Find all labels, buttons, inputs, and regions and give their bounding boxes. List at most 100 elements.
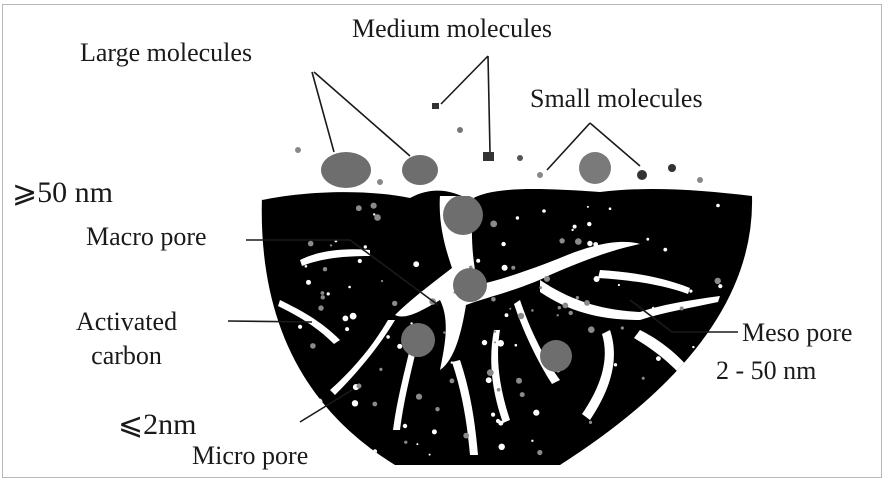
- pore-speckle: [330, 244, 332, 246]
- pore-speckle: [668, 442, 672, 446]
- pore-speckle: [305, 265, 308, 268]
- pore-speckle: [571, 229, 573, 231]
- large-molecule: [402, 155, 438, 185]
- pore-speckle: [352, 400, 358, 406]
- medium-molecule: [432, 103, 439, 109]
- small-molecule: [295, 147, 301, 153]
- pore-speckle: [665, 389, 670, 394]
- pore-speckle: [323, 267, 327, 271]
- pore-speckle: [557, 314, 559, 316]
- pore-speckle: [502, 265, 508, 271]
- pore-speckle: [609, 207, 612, 210]
- pore-speckle: [562, 303, 568, 309]
- molecules-above-surface: [295, 103, 703, 188]
- pore-speckle: [371, 203, 377, 209]
- pore-speckle: [381, 280, 383, 282]
- pore-speckle: [575, 238, 582, 245]
- pore-speckle: [588, 326, 595, 333]
- label-medium-molecules: Medium molecules: [352, 16, 552, 42]
- pore-speckle: [516, 378, 522, 384]
- pore-speckle: [501, 242, 505, 246]
- pore-speckle: [386, 335, 390, 339]
- label-activated-carbon: Activated carbon: [76, 305, 177, 373]
- pore-speckle: [397, 344, 402, 349]
- carbon-particle: [262, 189, 752, 465]
- pore-speckle: [321, 291, 325, 295]
- pore-speckle: [491, 297, 496, 302]
- pore-speckle: [450, 379, 455, 384]
- pore-speckle: [404, 441, 407, 444]
- leader-activated-carbon: [228, 321, 312, 322]
- pore-speckle: [702, 357, 708, 363]
- pore-speckle: [680, 307, 684, 311]
- pore-speckle: [490, 221, 497, 228]
- label-macro-size: ⩾50 nm: [12, 178, 113, 208]
- pore-speckle: [520, 392, 525, 397]
- small-molecule: [377, 179, 383, 185]
- label-micro-pore: Micro pore: [192, 443, 308, 469]
- pore-speckle: [594, 276, 600, 282]
- pore-speckle: [690, 371, 694, 375]
- pore-speckle: [486, 377, 492, 383]
- pore-speckle: [318, 305, 323, 310]
- pore-speckle: [662, 448, 668, 454]
- medium-molecule: [483, 152, 494, 161]
- molecule-in-channel: [443, 195, 483, 235]
- pore-speckle: [373, 449, 377, 453]
- pore-speckle: [356, 205, 362, 211]
- pore-speckle: [357, 384, 362, 389]
- pore-speckle: [567, 300, 569, 302]
- pore-speckle: [316, 398, 323, 405]
- pore-speckle: [499, 444, 505, 450]
- pore-speckle: [614, 363, 617, 366]
- pore-speckle: [505, 313, 509, 317]
- pore-speckle: [661, 389, 666, 394]
- pore-speckle: [509, 308, 511, 310]
- small-molecule: [637, 170, 647, 180]
- pore-speckle: [573, 225, 577, 229]
- pore-speckle: [715, 278, 721, 284]
- pore-speckle: [533, 410, 539, 416]
- pore-speckle: [646, 238, 649, 241]
- pore-speckle: [463, 433, 469, 439]
- pore-speckle: [429, 454, 431, 456]
- molecule-in-pore-lower-left: [401, 323, 435, 357]
- label-micro-size: ⩽2nm: [118, 410, 196, 440]
- pore-speckle: [537, 450, 542, 455]
- pore-speckle: [374, 214, 381, 221]
- pore-speckle: [511, 266, 515, 270]
- small-molecule: [457, 127, 463, 133]
- pore-speckle: [544, 276, 550, 282]
- pore-speckle: [327, 292, 330, 295]
- pore-speckle: [432, 429, 437, 434]
- pore-speckle: [515, 344, 518, 347]
- pore-speckle: [618, 284, 620, 286]
- label-meso-size: 2 - 50 nm: [716, 358, 816, 384]
- pore-speckle: [558, 306, 561, 309]
- pore-speckle: [516, 216, 519, 219]
- pore-speckle: [443, 331, 445, 333]
- pore-speckle: [584, 300, 590, 306]
- pore-speckle: [652, 307, 654, 309]
- large-molecule: [321, 152, 371, 188]
- pore-speckle: [321, 295, 325, 299]
- pore-speckle: [534, 273, 538, 277]
- pore-speckle: [372, 402, 377, 407]
- pore-speckle: [559, 238, 564, 243]
- pore-speckle: [364, 245, 367, 248]
- pore-speckle: [435, 407, 439, 411]
- pore-speckle: [379, 368, 382, 371]
- pore-speckle: [476, 259, 480, 263]
- pore-speckle: [482, 340, 487, 345]
- pore-speckle: [587, 222, 591, 226]
- pore-speckle: [621, 326, 624, 329]
- pore-speckle: [494, 341, 496, 343]
- pore-speckle: [705, 417, 711, 423]
- pore-speckle: [333, 424, 335, 426]
- label-macro-pore: Macro pore: [86, 224, 207, 250]
- pore-speckle: [663, 248, 667, 252]
- leader-medium-molecules: [441, 56, 490, 152]
- pore-speckle: [642, 377, 645, 380]
- pore-speckle: [671, 390, 676, 395]
